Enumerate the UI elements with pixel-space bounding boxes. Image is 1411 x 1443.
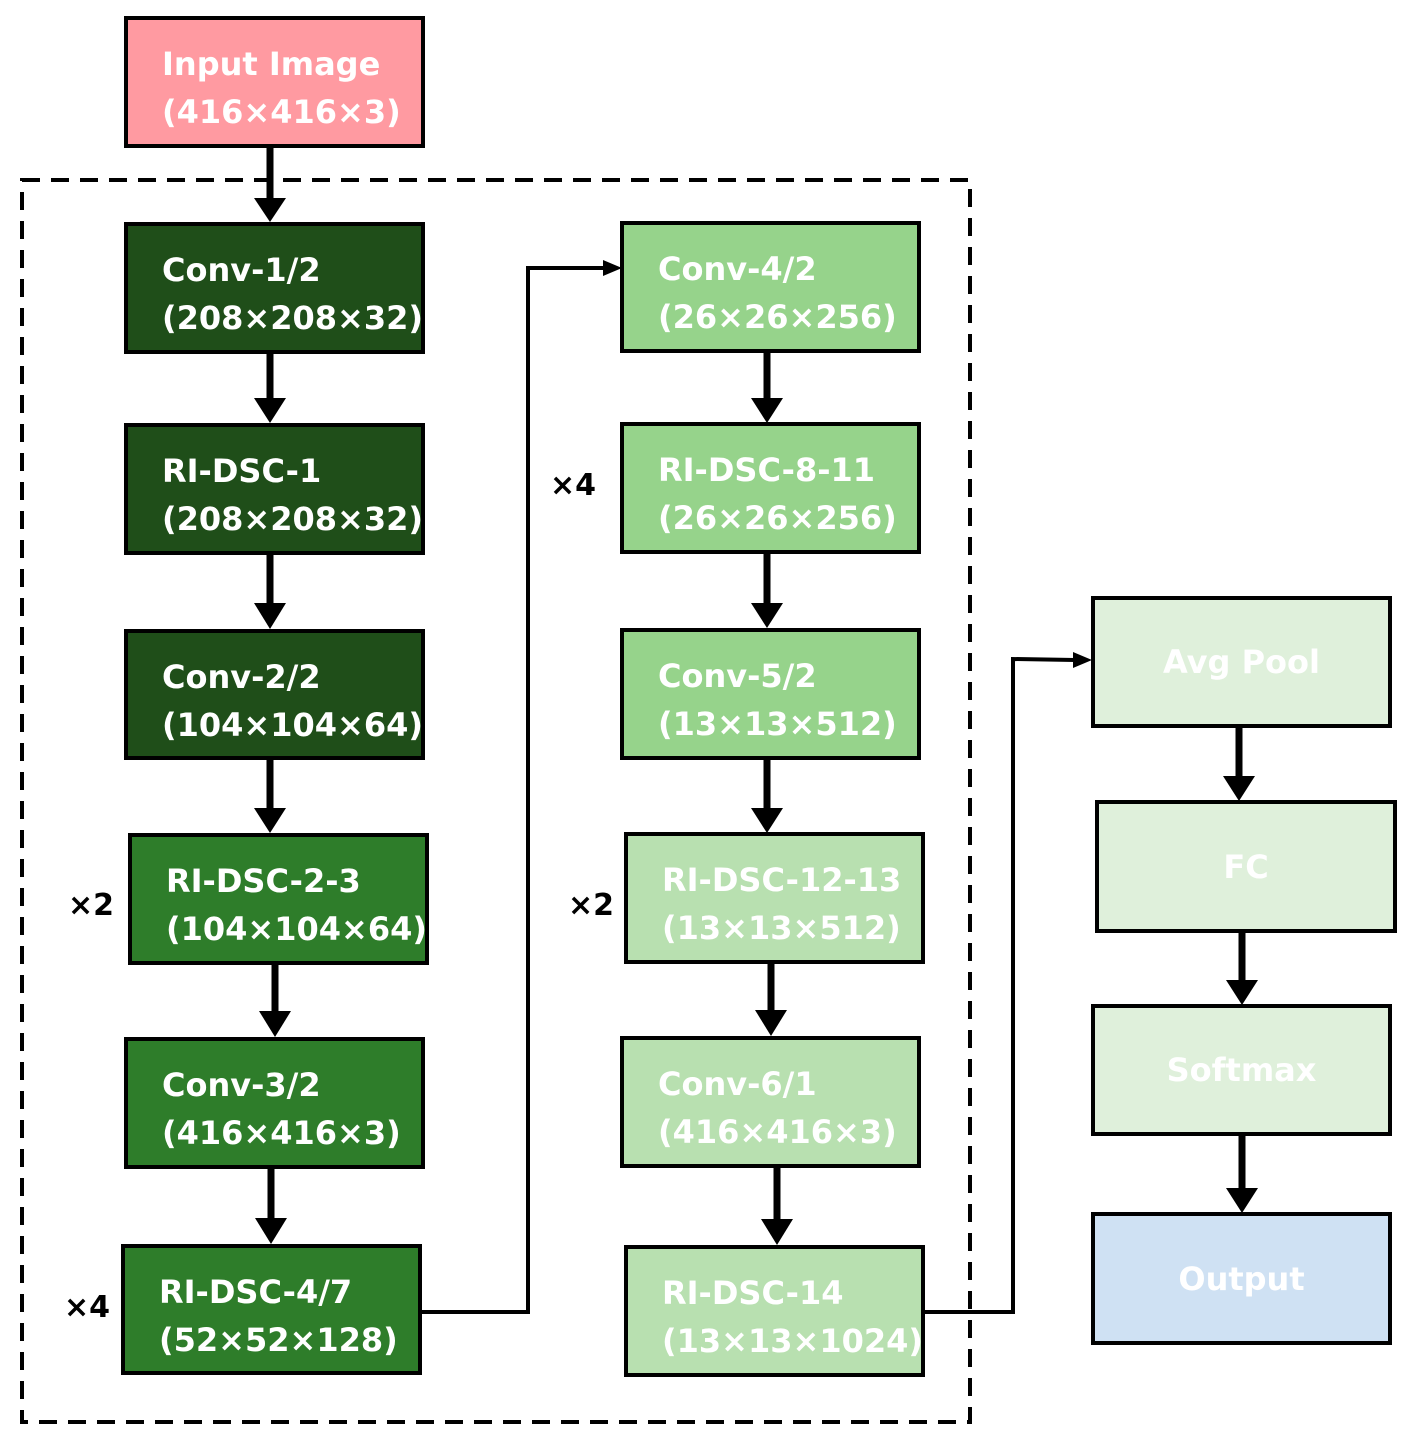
- conv4-block: Conv-4/2 (26×26×256): [620, 221, 921, 353]
- input-image-dims: (416×416×3): [162, 93, 401, 131]
- ridsc811-block: RI-DSC-8-11 (26×26×256): [620, 422, 921, 554]
- arrow-softmax-to-output: [1226, 1135, 1258, 1213]
- ridsc23-dims: (104×104×64): [166, 910, 427, 948]
- conv1-block: Conv-1/2 (208×208×32): [124, 222, 425, 354]
- ridsc47-multiplier: ×4: [64, 1290, 111, 1325]
- arrow-ridsc14-to-avgpool: [924, 652, 1092, 1314]
- conv4-label: Conv-4/2: [658, 250, 817, 288]
- conv5-label: Conv-5/2: [658, 657, 817, 695]
- ridsc14-block: RI-DSC-14 (13×13×1024): [624, 1245, 925, 1377]
- conv1-label: Conv-1/2: [162, 251, 321, 289]
- arrow-ridsc1213-to-conv6: [755, 962, 787, 1036]
- conv6-dims: (416×416×3): [658, 1113, 897, 1151]
- ridsc811-dims: (26×26×256): [658, 499, 897, 537]
- ridsc1213-label: RI-DSC-12-13: [662, 861, 902, 899]
- arrow-conv1-to-ridsc1: [254, 352, 286, 423]
- fc-label: FC: [1223, 847, 1269, 886]
- arrow-ridsc23-to-conv3: [259, 963, 291, 1037]
- conv3-dims: (416×416×3): [162, 1114, 401, 1152]
- ridsc14-label: RI-DSC-14: [662, 1274, 844, 1312]
- conv2-block: Conv-2/2 (104×104×64): [124, 629, 425, 760]
- conv4-dims: (26×26×256): [658, 298, 897, 336]
- ridsc1213-dims: (13×13×512): [662, 909, 901, 947]
- ridsc1213-block: RI-DSC-12-13 (13×13×512): [624, 832, 925, 964]
- ridsc811-multiplier: ×4: [550, 468, 597, 503]
- softmax-block: Softmax: [1091, 1004, 1392, 1136]
- arrow-conv3-to-ridsc47: [255, 1167, 287, 1244]
- ridsc47-label: RI-DSC-4/7: [159, 1273, 353, 1311]
- conv3-label: Conv-3/2: [162, 1066, 321, 1104]
- ridsc1-label: RI-DSC-1: [162, 452, 322, 490]
- backbone-dashed-frame: [20, 178, 972, 1424]
- ridsc47-dims: (52×52×128): [159, 1321, 398, 1359]
- arrow-avgpool-to-fc: [1223, 726, 1255, 801]
- arrow-input-to-conv1: [254, 147, 286, 222]
- arrow-ridsc47-to-conv4: [420, 260, 622, 1314]
- conv5-dims: (13×13×512): [658, 705, 897, 743]
- arrow-conv4-to-ridsc811: [751, 352, 783, 423]
- arrow-conv2-to-ridsc23: [254, 758, 286, 833]
- ridsc47-block: RI-DSC-4/7 (52×52×128): [121, 1244, 422, 1375]
- conv6-label: Conv-6/1: [658, 1065, 817, 1103]
- ridsc1213-multiplier: ×2: [568, 888, 615, 923]
- conv2-label: Conv-2/2: [162, 658, 321, 696]
- ridsc23-block: RI-DSC-2-3 (104×104×64): [128, 833, 429, 965]
- output-label: Output: [1178, 1259, 1305, 1298]
- arrow-fc-to-softmax: [1226, 931, 1258, 1005]
- input-image-label: Input Image: [162, 45, 381, 83]
- conv1-dims: (208×208×32): [162, 299, 423, 337]
- avgpool-block: Avg Pool: [1091, 596, 1392, 728]
- arrow-conv5-to-ridsc1213: [751, 758, 783, 833]
- conv6-block: Conv-6/1 (416×416×3): [620, 1036, 921, 1168]
- conv5-block: Conv-5/2 (13×13×512): [620, 628, 921, 760]
- ridsc14-dims: (13×13×1024): [662, 1322, 923, 1360]
- ridsc1-block: RI-DSC-1 (208×208×32): [124, 423, 425, 555]
- arrow-ridsc1-to-conv2: [254, 553, 286, 629]
- input-image-block: Input Image (416×416×3): [124, 16, 425, 148]
- ridsc1-dims: (208×208×32): [162, 500, 423, 538]
- arrow-ridsc811-to-conv5: [751, 553, 783, 628]
- conv3-block: Conv-3/2 (416×416×3): [124, 1037, 425, 1169]
- output-block: Output: [1091, 1212, 1392, 1345]
- arrow-conv6-to-ridsc14: [761, 1167, 793, 1245]
- fc-block: FC: [1095, 800, 1397, 933]
- ridsc23-multiplier: ×2: [68, 888, 115, 923]
- ridsc23-label: RI-DSC-2-3: [166, 862, 361, 900]
- avgpool-label: Avg Pool: [1163, 643, 1320, 681]
- conv2-dims: (104×104×64): [162, 706, 423, 744]
- softmax-label: Softmax: [1166, 1051, 1317, 1089]
- ridsc811-label: RI-DSC-8-11: [658, 451, 876, 489]
